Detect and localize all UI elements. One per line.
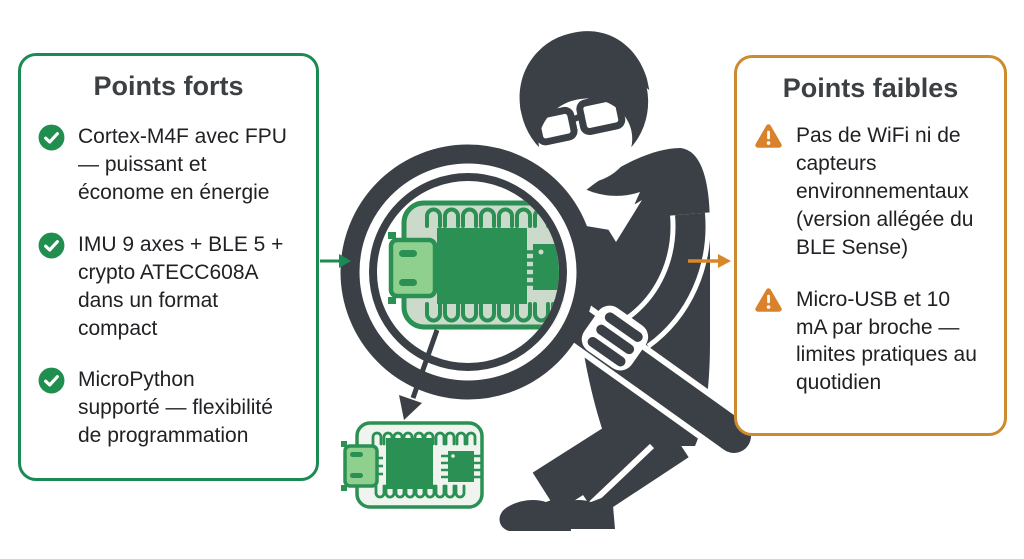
small-board [341,421,484,509]
weaknesses-arrow [688,254,731,268]
strength-item: IMU 9 axes + BLE 5 + crypto ATECC608A da… [21,231,316,343]
strengths-arrow [320,254,351,268]
glasses-icon [532,92,637,146]
main-chip [437,228,527,304]
strengths-panel: Points forts Cortex-M4F avec FPU — puiss… [18,53,319,481]
magnifying-glass [340,144,596,400]
down-arrow [399,329,440,420]
strength-text: IMU 9 axes + BLE 5 + crypto ATECC608A da… [78,232,284,340]
weakness-item: Micro-USB et 10 mA par broche — limites … [737,286,1004,398]
pin-headers-bottom [425,302,559,323]
left-leg [532,418,643,512]
weaknesses-title: Points faibles [782,73,959,103]
person-silhouette [499,31,757,531]
strength-text: MicroPython supporté — flexibilité de pr… [78,368,273,448]
ic-chip [522,244,559,290]
main-chip [386,438,433,489]
strength-item: MicroPython supporté — flexibilité de pr… [21,366,316,450]
strength-text: Cortex-M4F avec FPU — puissant et économ… [78,125,287,204]
check-circle-icon [38,368,65,394]
weakness-text: Micro-USB et 10 mA par broche — limites … [796,287,977,395]
weaknesses-panel: Points faibles Pas de WiFi ni de capteur… [734,55,1007,436]
weakness-item: Pas de WiFi ni de capteurs environnement… [737,122,1004,262]
check-circle-icon [38,124,65,151]
pin-headers-bottom [374,484,466,499]
check-circle-icon [38,232,65,259]
lens-outer-ring [340,144,596,400]
lens-gap-ring [359,163,577,381]
ic-chip [441,451,481,482]
large-board-in-lens [388,200,559,330]
right-boot [546,494,615,529]
collar [590,200,642,242]
warning-triangle-icon [755,287,782,312]
arm [628,212,706,345]
pin-headers-top [371,431,477,446]
warning-triangle-icon [755,124,782,148]
face [538,98,633,183]
strength-item: Cortex-M4F avec FPU — puissant et économ… [21,123,316,207]
lens-inner-ring [369,173,567,371]
usb-connector [388,232,444,304]
usb-connector [341,441,383,491]
weakness-text: Pas de WiFi ni de capteurs environnement… [796,124,974,259]
hair [519,31,650,112]
strengths-title: Points forts [93,71,244,101]
head [519,31,650,183]
hand [581,305,649,371]
